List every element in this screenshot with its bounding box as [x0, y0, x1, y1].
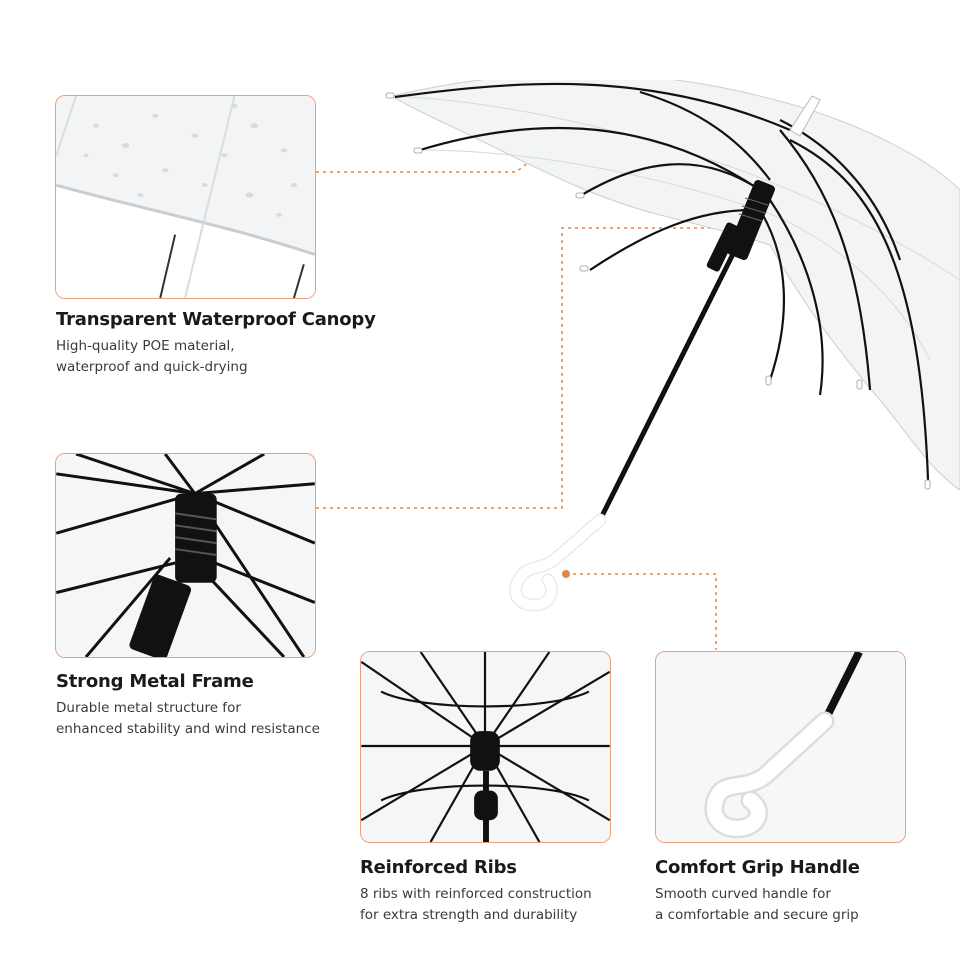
feature-description-line: Smooth curved handle for: [655, 886, 831, 902]
feature-title: Strong Metal Frame: [56, 671, 254, 692]
feature-description-line: waterproof and quick-drying: [56, 359, 248, 375]
handle-closeup-image: [655, 651, 906, 843]
ribs-closeup-image: [360, 651, 611, 843]
feature-description-line: for extra strength and durability: [360, 907, 578, 923]
feature-title: Comfort Grip Handle: [655, 857, 860, 878]
feature-handle: Comfort Grip Handle Smooth curved handle…: [655, 857, 860, 926]
feature-frame: Strong Metal Frame Durable metal structu…: [56, 671, 320, 740]
feature-description-line: Durable metal structure for: [56, 700, 241, 716]
feature-description-line: enhanced stability and wind resistance: [56, 721, 320, 737]
feature-title: Reinforced Ribs: [360, 857, 517, 878]
canopy-closeup-image: [55, 95, 316, 299]
frame-closeup-image: [55, 453, 316, 658]
feature-canopy: Transparent Waterproof Canopy High-quali…: [56, 309, 376, 378]
umbrella-product-image: [370, 73, 960, 620]
feature-description-line: a comfortable and secure grip: [655, 907, 859, 923]
feature-description-line: 8 ribs with reinforced construction: [360, 886, 592, 902]
feature-description-line: High-quality POE material,: [56, 338, 235, 354]
feature-ribs: Reinforced Ribs 8 ribs with reinforced c…: [360, 857, 592, 926]
feature-title: Transparent Waterproof Canopy: [56, 309, 376, 330]
